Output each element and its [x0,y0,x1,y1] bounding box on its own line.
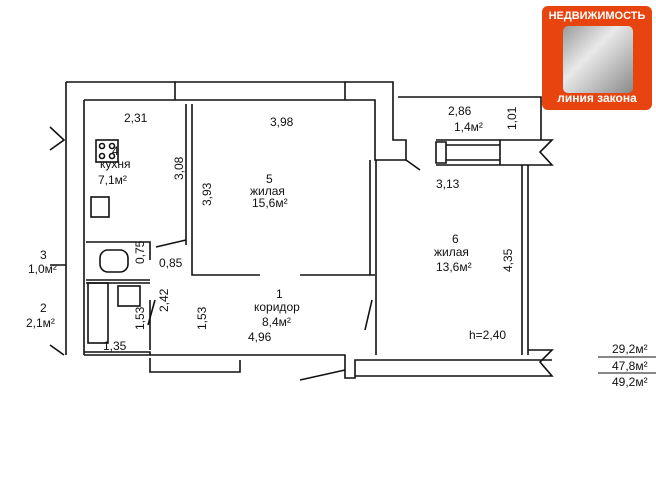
room-1-name: коридор [254,300,300,314]
dim-3-13: 3,13 [436,177,460,191]
ceiling-height: h=2,40 [469,328,506,342]
dim-1-01: 1,01 [505,106,519,130]
walls [49,81,554,381]
balcony-area: 1,4м² [454,120,483,134]
total-area: 47,8м² [612,359,648,373]
room-4-name: кухня [100,157,131,171]
room-2-number: 2 [40,301,47,315]
dim-4-35: 4,35 [501,248,515,272]
room-6-name: жилая [434,245,469,259]
room-6-number: 6 [452,232,459,246]
dim-4-96: 4,96 [248,330,272,344]
column-capital-icon [563,26,633,93]
room-labels: 4 кухня 7,1м² 5 жилая 15,6м² 6 жилая 13,… [26,120,483,330]
room-3-area: 1,0м² [28,262,57,276]
logo-bottom-text: линия закона [557,91,637,105]
room-5-number: 5 [266,172,273,186]
dim-0-75: 0,75 [133,240,147,264]
room-3-number: 3 [40,248,47,262]
dim-1-35: 1,35 [103,339,127,353]
dim-1-53-bath: 1,53 [133,306,147,330]
dimension-labels: 2,31 3,98 3,08 3,93 0,75 0,85 2,42 1,53 … [103,104,519,353]
dim-2-31: 2,31 [124,111,148,125]
dim-2-42: 2,42 [157,288,171,312]
room-5-name: жилая [250,184,285,198]
logo-top-text: НЕДВИЖИМОСТЬ [548,10,646,22]
room-2-area: 2,1м² [26,316,55,330]
dim-3-98: 3,98 [270,115,294,129]
room-1-number: 1 [276,287,283,301]
room-6-area: 13,6м² [436,260,472,274]
room-1-area: 8,4м² [262,315,291,329]
total-living-area: 29,2м² [612,342,648,356]
dim-1-53-corridor: 1,53 [195,306,209,330]
dim-0-85: 0,85 [159,256,183,270]
dim-2-86: 2,86 [448,104,472,118]
dim-3-93: 3,93 [200,182,214,206]
room-5-area: 15,6м² [252,196,288,210]
dim-3-08: 3,08 [172,156,186,180]
room-4-number: 4 [112,144,119,158]
room-4-area: 7,1м² [98,173,127,187]
agency-logo: НЕДВИЖИМОСТЬ линия закона [542,6,652,110]
total-area-with-balcony: 49,2м² [612,375,648,389]
area-totals: 29,2м² 47,8м² 49,2м² [598,342,656,389]
